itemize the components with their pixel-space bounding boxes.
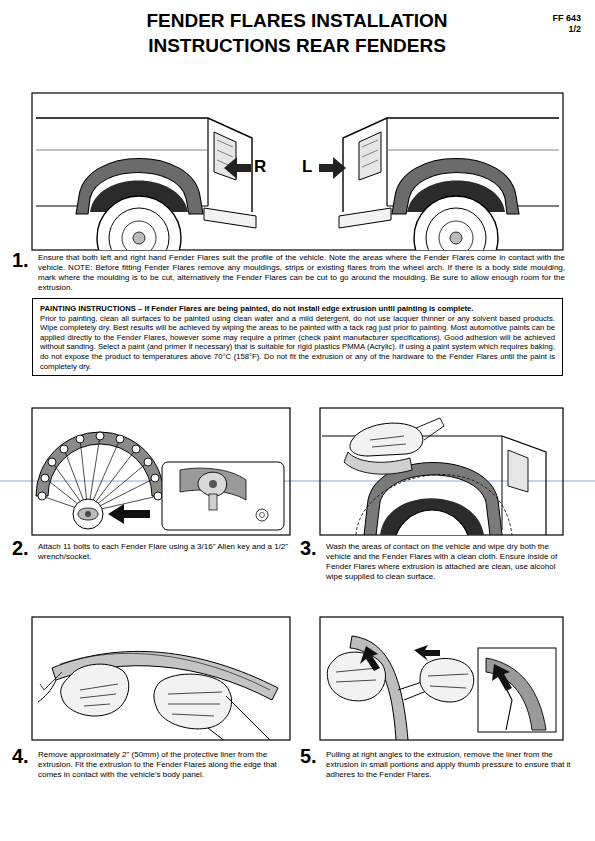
tire — [394, 510, 470, 535]
hand — [154, 674, 232, 729]
hand — [61, 664, 129, 716]
peeled-liner — [40, 672, 62, 690]
bolt-lines — [42, 436, 158, 512]
finger-lines — [428, 674, 468, 688]
truck-left-side — [339, 118, 559, 250]
step-number: 1. — [12, 249, 38, 271]
side-marker: L — [302, 157, 324, 177]
step-number: 4. — [12, 745, 38, 767]
cloth — [344, 452, 412, 474]
hand — [350, 423, 423, 456]
illustration-frame — [32, 408, 290, 535]
step-number: 5. — [300, 745, 326, 767]
nut — [256, 509, 268, 521]
step-text: Attach 11 bolts to each Fender Flare usi… — [38, 542, 292, 562]
bolt-socket — [85, 511, 91, 517]
extrusion-view — [38, 651, 278, 740]
arm — [416, 418, 444, 440]
pressure-arrow — [360, 646, 380, 671]
direction-arrow — [224, 157, 251, 179]
illustration-frame — [320, 617, 563, 740]
bolt-head — [198, 472, 227, 496]
finger-lines — [168, 692, 222, 716]
truck-views — [36, 118, 559, 250]
box-heading: PAINTING INSTRUCTIONS – If Fender Flares… — [40, 304, 555, 314]
tail-light — [508, 450, 528, 492]
nut — [260, 513, 265, 518]
bolt-positions — [38, 432, 162, 500]
page-number: 1/2 — [515, 24, 581, 35]
bolt-shank — [209, 494, 217, 510]
pull-arrow — [414, 645, 440, 661]
step-text: Ensure that both left and right hand Fen… — [38, 253, 565, 293]
detail-inset — [162, 462, 284, 530]
flare-section — [486, 658, 546, 730]
detail-inset — [478, 648, 556, 732]
bolt-head — [78, 508, 98, 520]
step-text: Wash the areas of contact on the vehicle… — [326, 542, 572, 582]
pointer-arrow — [108, 504, 150, 524]
liner-view — [327, 636, 556, 740]
detail-circle — [73, 499, 103, 529]
washing-view — [322, 418, 546, 535]
box-body: Prior to painting, clean all surfaces to… — [40, 314, 555, 372]
step-number: 2. — [12, 537, 38, 559]
finger-lines — [370, 436, 406, 447]
side-marker: R — [254, 157, 276, 177]
hand — [327, 652, 385, 701]
step-text: Remove approximately 2" (50mm) of the pr… — [38, 750, 292, 780]
bolt-socket — [209, 480, 217, 488]
hand — [420, 658, 474, 702]
finger-lines — [336, 668, 378, 682]
pressure-arrow — [492, 664, 512, 691]
instruction-box: PAINTING INSTRUCTIONS – If Fender Flares… — [32, 298, 563, 376]
peeled-liner — [38, 680, 56, 702]
step-text: Pulling at right angles to the extrusion… — [326, 750, 572, 780]
scan-line — [0, 481, 595, 482]
finger-lines — [80, 684, 118, 706]
document-code: FF 643 — [515, 13, 581, 24]
wrist — [208, 696, 270, 740]
truck-right-side — [36, 118, 256, 250]
contact-area — [356, 474, 512, 535]
step-number: 3. — [300, 537, 326, 559]
page-title: FENDER FLARES INSTALLATION INSTRUCTIONS … — [146, 8, 448, 58]
truck-outline — [502, 436, 503, 530]
direction-arrow — [319, 157, 346, 179]
